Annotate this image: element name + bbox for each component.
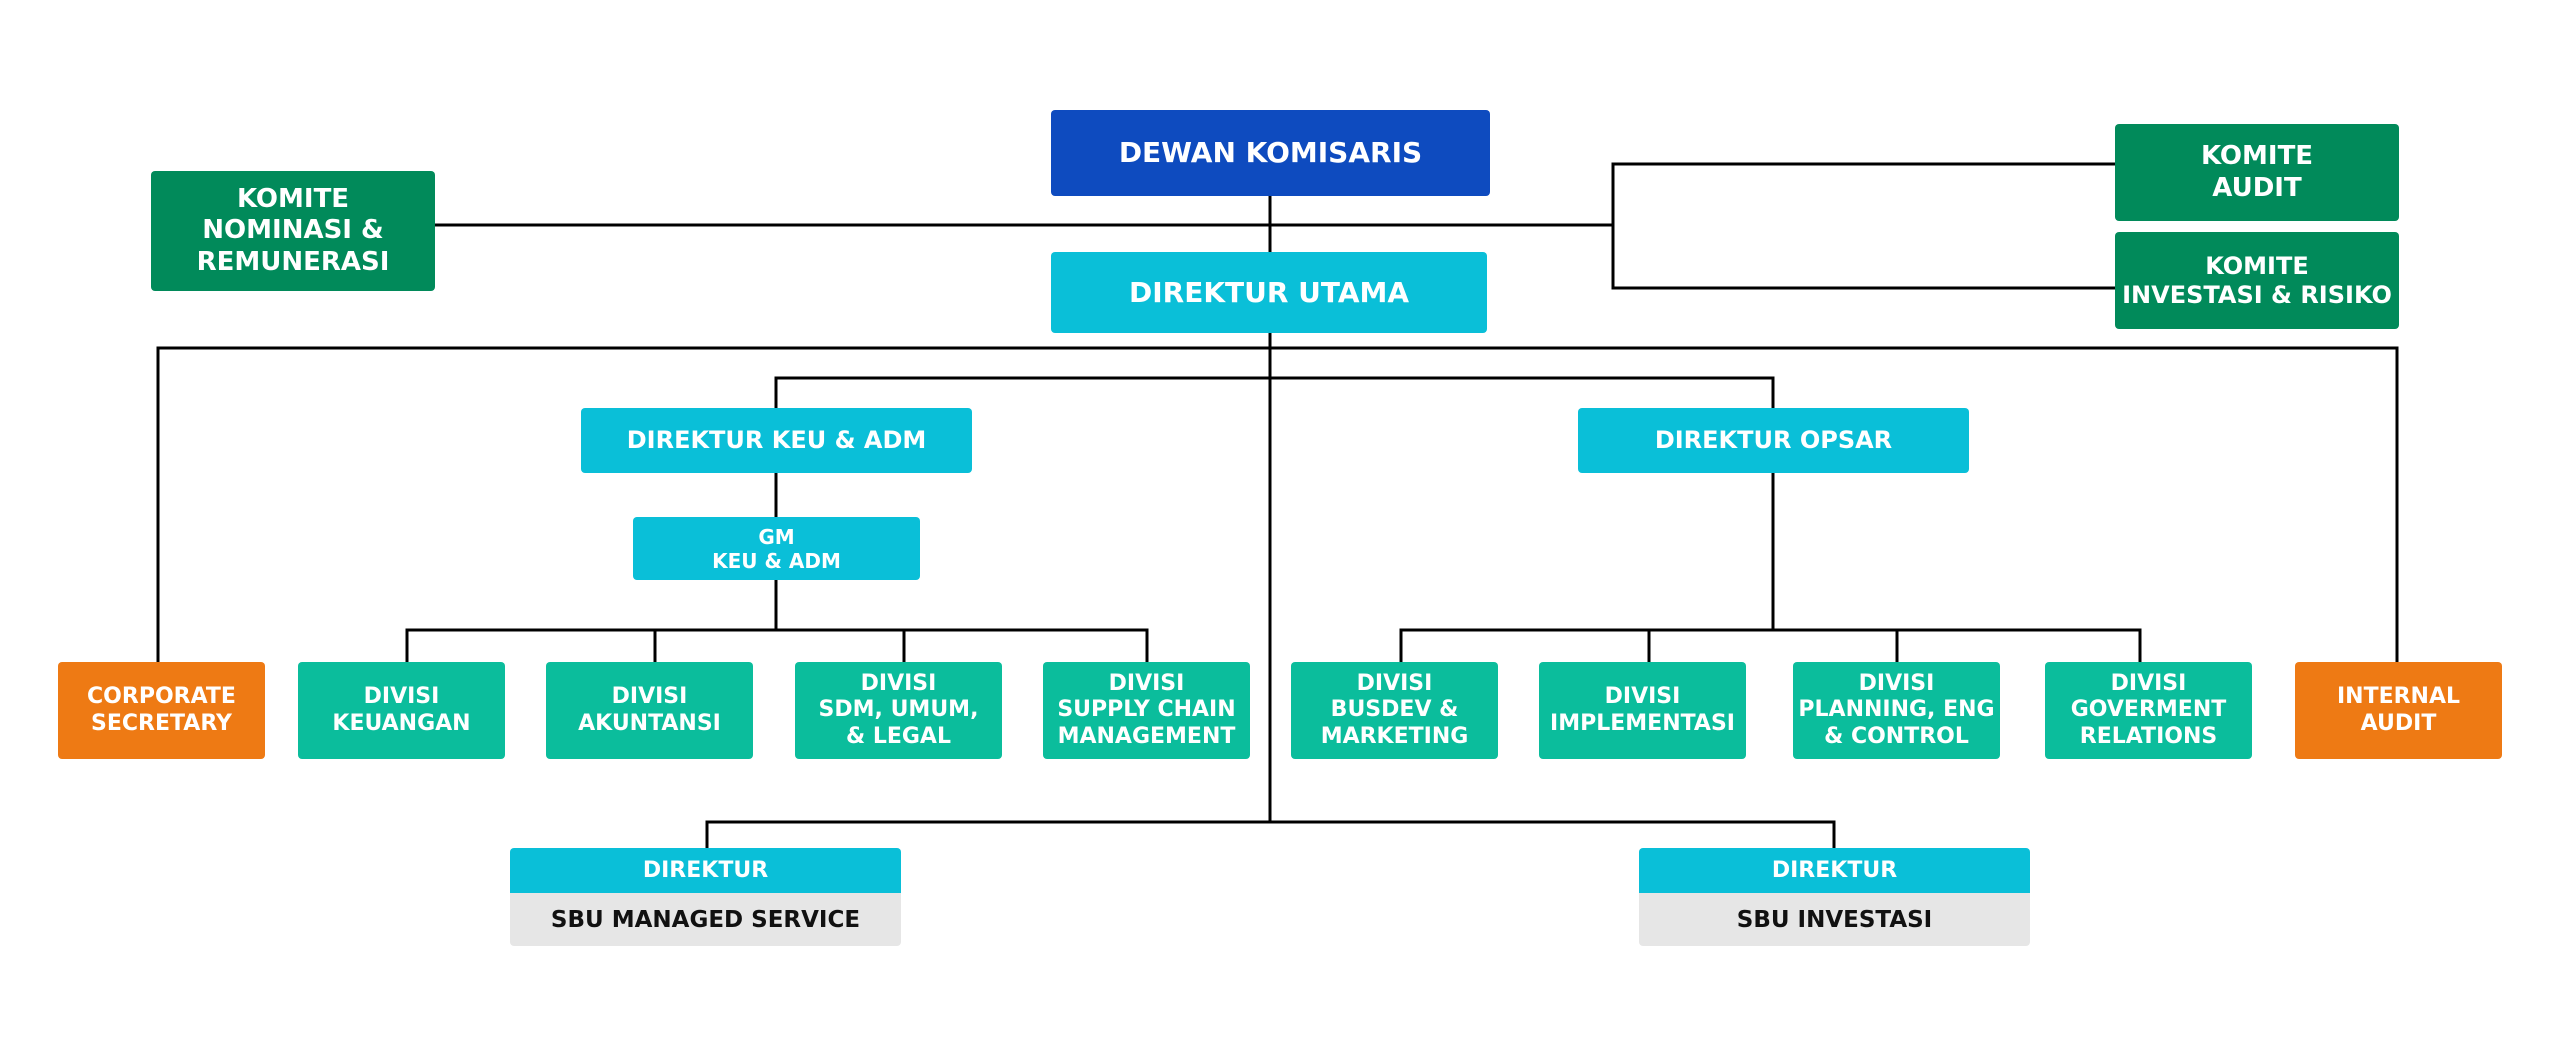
komite-investasi-label: KOMITE INVESTASI & RISIKO (2122, 251, 2392, 309)
divisi-akuntansi-label: DIVISI AKUNTANSI (578, 684, 721, 736)
divisi-sdm-box: DIVISI SDM, UMUM, & LEGAL (795, 662, 1002, 759)
sbu-investasi-name: SBU INVESTASI (1639, 893, 2030, 946)
divisi-supply-chain-box: DIVISI SUPPLY CHAIN MANAGEMENT (1043, 662, 1250, 759)
direktur-opsar-label: DIREKTUR OPSAR (1654, 426, 1893, 455)
direktur-keu-adm-box: DIREKTUR KEU & ADM (581, 408, 972, 473)
divisi-keuangan-box: DIVISI KEUANGAN (298, 662, 505, 759)
divisi-planning-box: DIVISI PLANNING, ENG & CONTROL (1793, 662, 2000, 759)
divisi-busdev-box: DIVISI BUSDEV & MARKETING (1291, 662, 1498, 759)
direktur-utama-label: DIREKTUR UTAMA (1128, 275, 1410, 309)
divisi-supply-chain-label: DIVISI SUPPLY CHAIN MANAGEMENT (1057, 670, 1236, 749)
gm-keu-adm-box: GM KEU & ADM (633, 517, 920, 580)
sbu-managed-service-name: SBU MANAGED SERVICE (510, 893, 901, 946)
komite-investasi-box: KOMITE INVESTASI & RISIKO (2115, 232, 2399, 329)
divisi-planning-label: DIVISI PLANNING, ENG & CONTROL (1798, 670, 1995, 749)
komite-nominasi-label: KOMITE NOMINASI & REMUNERASI (196, 184, 390, 277)
direktur-keu-adm-label: DIREKTUR KEU & ADM (626, 426, 927, 455)
sbu-investasi-box: DIREKTUR SBU INVESTASI (1639, 848, 2030, 946)
divisi-keuangan-label: DIVISI KEUANGAN (332, 684, 471, 736)
corporate-secretary-box: CORPORATE SECRETARY (58, 662, 265, 759)
divisi-akuntansi-box: DIVISI AKUNTANSI (546, 662, 753, 759)
divisi-goverment-label: DIVISI GOVERMENT RELATIONS (2070, 670, 2227, 749)
direktur-utama-box: DIREKTUR UTAMA (1051, 252, 1487, 333)
sbu-investasi-title: DIREKTUR (1639, 848, 2030, 893)
corporate-secretary-label: CORPORATE SECRETARY (87, 684, 236, 736)
direktur-opsar-box: DIREKTUR OPSAR (1578, 408, 1969, 473)
gm-keu-adm-label: GM KEU & ADM (712, 524, 841, 573)
divisi-busdev-label: DIVISI BUSDEV & MARKETING (1320, 670, 1469, 749)
komite-nominasi-box: KOMITE NOMINASI & REMUNERASI (151, 171, 435, 291)
dewan-komisaris-box: DEWAN KOMISARIS (1051, 110, 1490, 196)
internal-audit-box: INTERNAL AUDIT (2295, 662, 2502, 759)
sbu-managed-service-box: DIREKTUR SBU MANAGED SERVICE (510, 848, 901, 946)
divisi-implementasi-box: DIVISI IMPLEMENTASI (1539, 662, 1746, 759)
sbu-managed-service-title: DIREKTUR (510, 848, 901, 893)
dewan-komisaris-label: DEWAN KOMISARIS (1118, 136, 1423, 170)
divisi-sdm-label: DIVISI SDM, UMUM, & LEGAL (818, 670, 979, 749)
internal-audit-label: INTERNAL AUDIT (2336, 684, 2461, 736)
divisi-implementasi-label: DIVISI IMPLEMENTASI (1550, 684, 1735, 736)
komite-audit-box: KOMITE AUDIT (2115, 124, 2399, 221)
komite-audit-label: KOMITE AUDIT (2200, 141, 2314, 203)
divisi-goverment-box: DIVISI GOVERMENT RELATIONS (2045, 662, 2252, 759)
